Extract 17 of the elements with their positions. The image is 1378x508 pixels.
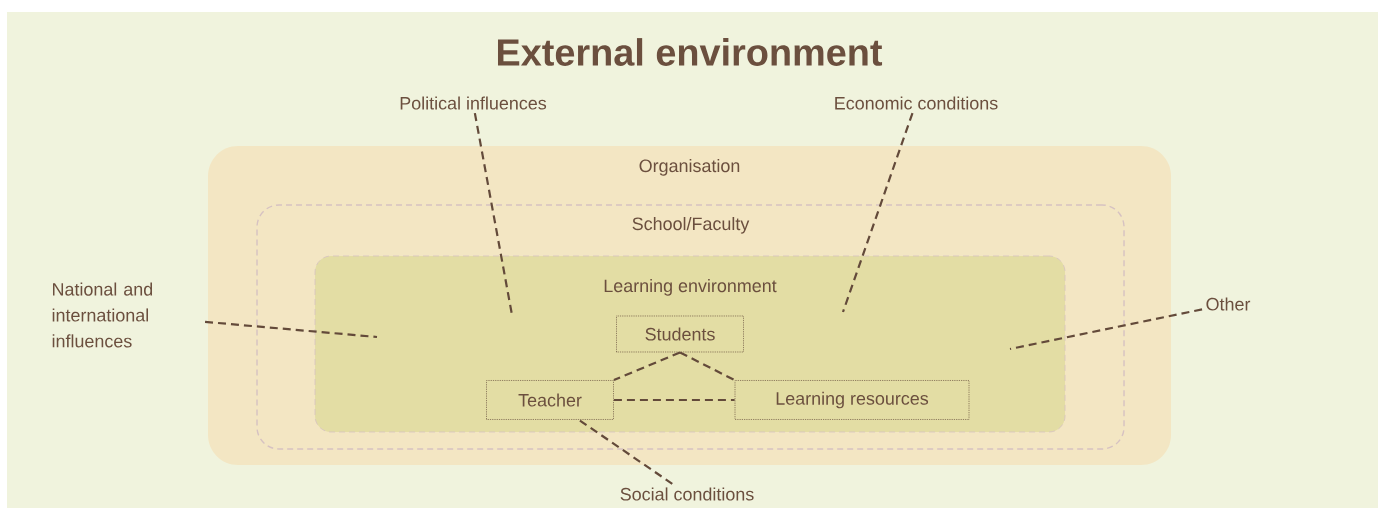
connector-line — [613, 398, 735, 402]
leader-label: Economic conditions — [835, 96, 998, 110]
dashed-box: Teacher — [486, 380, 614, 420]
leader-label: Political influences — [400, 96, 547, 110]
leader-line — [841, 112, 914, 313]
title: External environment — [498, 38, 883, 66]
leader-line — [578, 419, 673, 485]
dashed-box: Students — [616, 315, 744, 353]
leader-label: Other — [1206, 297, 1251, 311]
leader-line — [204, 320, 378, 339]
leader-line — [473, 112, 514, 316]
connector-line — [679, 351, 736, 382]
leader-line — [1009, 308, 1203, 351]
leader-label: Social conditions — [620, 487, 754, 501]
leader-label: National and international influences — [52, 282, 153, 348]
dashed-box: Learning resources — [734, 380, 970, 420]
connector-line — [613, 351, 681, 382]
